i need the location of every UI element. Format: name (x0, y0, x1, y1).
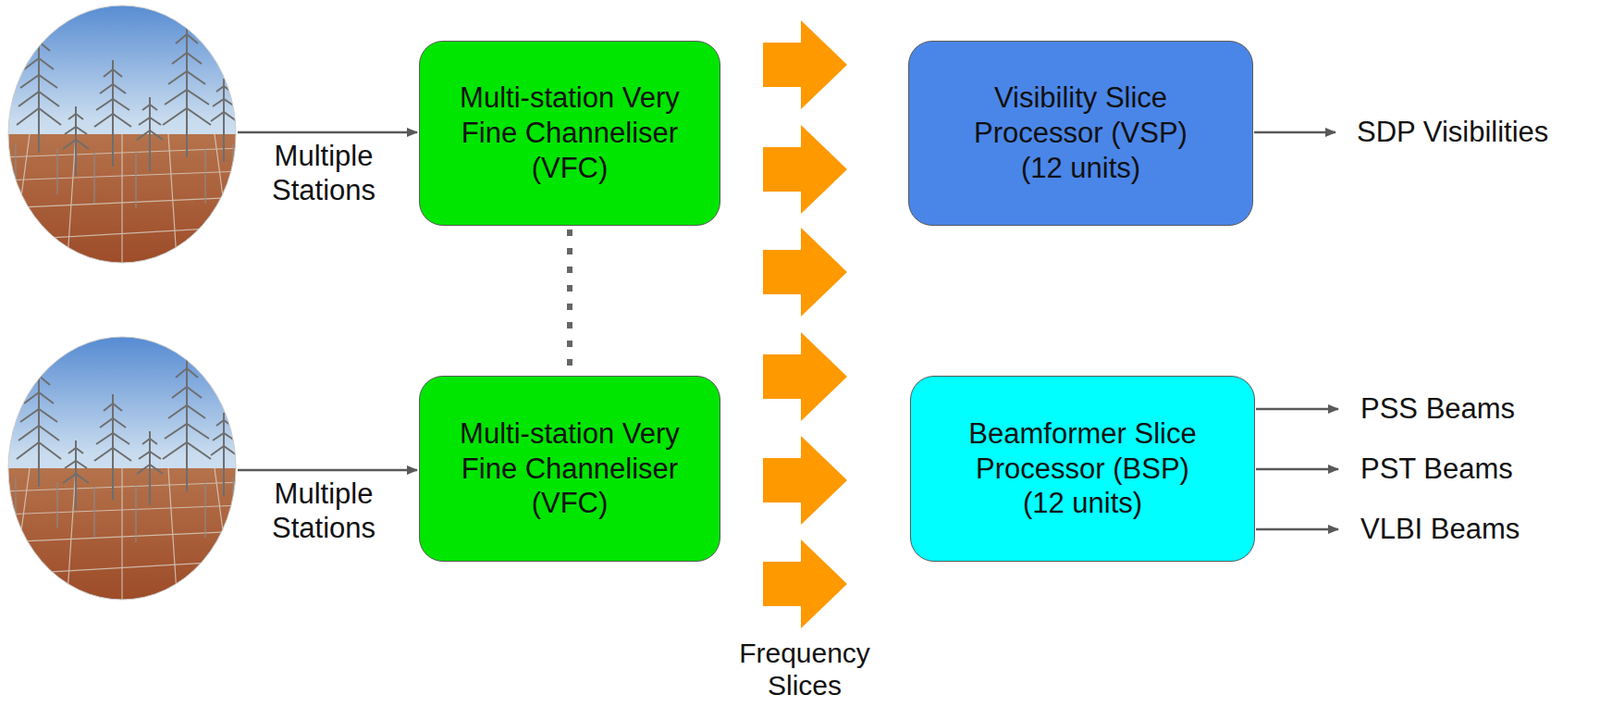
box-title: Beamformer Slice Processor (BSP) (953, 416, 1213, 487)
slice-label: Frequency Slices (726, 636, 884, 702)
input-label: Multiple Stations (245, 476, 403, 545)
output-arrow (1254, 131, 1336, 135)
block-arrow (763, 227, 848, 317)
output-arrow (1255, 467, 1339, 471)
photo-outline (8, 336, 236, 600)
output-label: PST Beams (1360, 451, 1514, 486)
input-arrow (237, 468, 418, 472)
output-label: PSS Beams (1360, 391, 1515, 426)
slice-arrows (763, 20, 848, 628)
channeliser-box: Multi-station Very Fine Channeliser (VFC… (418, 40, 721, 226)
box-subtitle: (12 units) (1022, 485, 1143, 521)
processor-box: Beamformer Slice Processor (BSP)(12 unit… (910, 375, 1256, 562)
box-title: Visibility Slice Processor (VSP) (951, 80, 1211, 151)
input-arrow (237, 131, 418, 135)
photo-outline (8, 5, 236, 263)
channeliser-box: Multi-station Very Fine Channeliser (VFC… (418, 375, 721, 562)
station-photo (1, 329, 243, 607)
box-subtitle: (12 units) (1021, 150, 1141, 186)
ellipsis-dots (566, 229, 573, 374)
block-arrow (763, 435, 848, 525)
output-arrow (1255, 407, 1339, 411)
output-label: VLBI Beams (1360, 511, 1520, 546)
box-title: Multi-station Very Fine Channeliser (VFC… (435, 416, 704, 521)
block-arrow (763, 332, 848, 421)
processor-box: Visibility Slice Processor (VSP)(12 unit… (908, 40, 1254, 226)
output-label: SDP Visibilities (1356, 114, 1549, 149)
input-label: Multiple Stations (245, 138, 403, 208)
box-title: Multi-station Very Fine Channeliser (VFC… (435, 80, 704, 185)
block-arrow (763, 124, 848, 214)
output-arrow (1255, 528, 1339, 531)
station-photo (1, 0, 243, 273)
block-arrow (763, 20, 848, 110)
block-arrow (763, 539, 848, 628)
